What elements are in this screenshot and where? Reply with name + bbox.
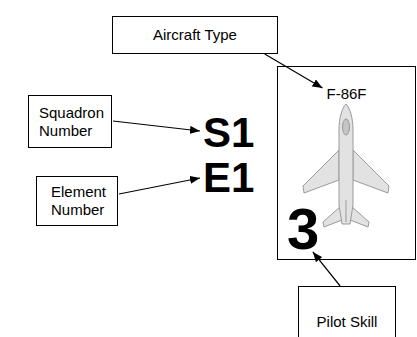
callout-box: Squadron Number	[28, 95, 112, 148]
callout-text: Aircraft Type	[121, 26, 269, 44]
tail-fin	[346, 200, 347, 222]
leader-arrow	[113, 121, 200, 131]
callout-box: Aircraft Type	[112, 16, 278, 54]
callout-box: Element Number	[36, 176, 118, 226]
squadron-number: S1	[203, 112, 254, 154]
callout-text: Element Number	[51, 183, 113, 219]
counter-box: F-86F 3	[277, 66, 416, 260]
fuselage	[339, 104, 353, 224]
pilot-skill-number: 3	[287, 200, 319, 258]
canopy	[343, 119, 350, 135]
element-number: E1	[203, 157, 254, 199]
callout-text: Squadron Number	[39, 104, 107, 140]
right-wing	[353, 150, 389, 193]
callout-box: Pilot Skill	[298, 286, 396, 337]
callout-text: Pilot Skill	[305, 313, 389, 331]
connector-arrow	[265, 54, 323, 88]
leader-arrow	[119, 178, 200, 194]
left-wing	[303, 150, 339, 193]
aircraft-type-text: F-86F	[326, 85, 366, 103]
